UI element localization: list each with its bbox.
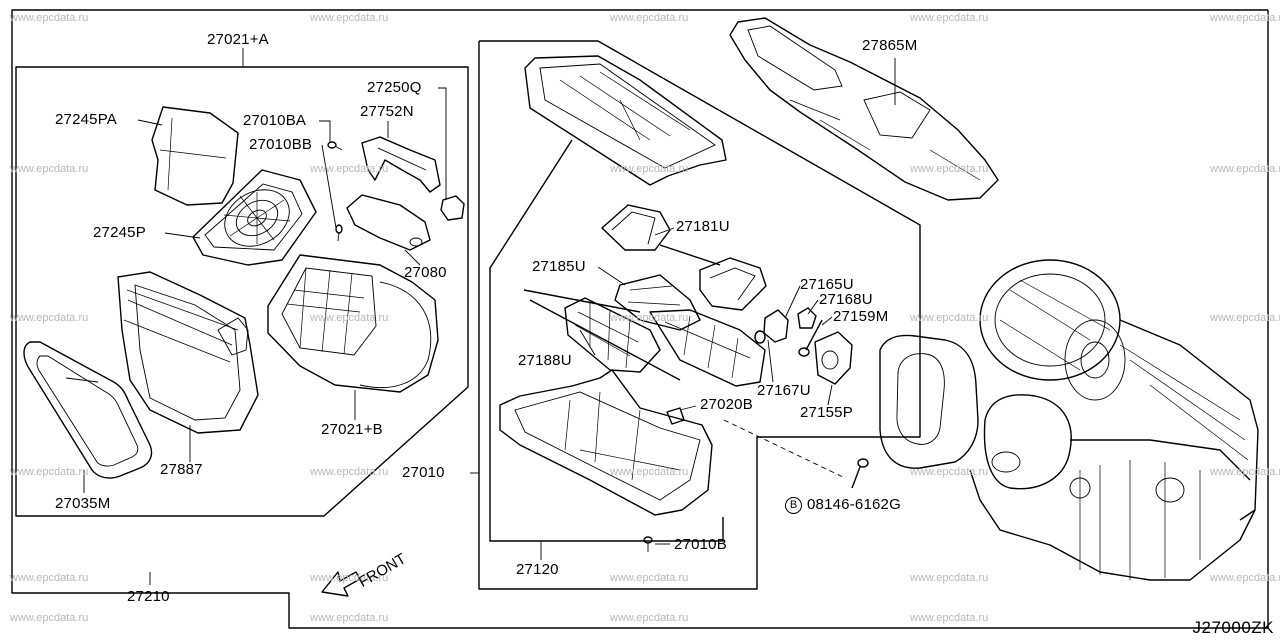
watermark: www.epcdata.ru xyxy=(310,612,389,624)
part-27865M xyxy=(729,17,999,201)
diagram-code: J27000ZK xyxy=(1192,618,1274,637)
box-27010 xyxy=(470,40,921,590)
watermark: www.epcdata.ru xyxy=(610,163,689,175)
part-27887 xyxy=(117,271,259,434)
watermark: www.epcdata.ru xyxy=(10,312,89,324)
label-27210: 27210 xyxy=(127,588,170,605)
watermark: www.epcdata.ru xyxy=(610,312,689,324)
watermark: www.epcdata.ru xyxy=(910,12,989,24)
label-27245PA: 27245PA xyxy=(55,111,118,128)
watermark: www.epcdata.ru xyxy=(910,312,989,324)
label-27155P: 27155P xyxy=(800,404,853,421)
label-27185U: 27185U xyxy=(532,258,586,275)
watermark: www.epcdata.ru xyxy=(910,466,989,478)
label-27010BA: 27010BA xyxy=(243,112,307,129)
watermark: www.epcdata.ru xyxy=(10,163,89,175)
part-27035M xyxy=(23,341,153,479)
label-27020B: 27020B xyxy=(700,396,753,413)
watermark: www.epcdata.ru xyxy=(10,466,89,478)
watermark: www.epcdata.ru xyxy=(310,163,389,175)
label-27887: 27887 xyxy=(160,461,203,478)
label-27865M: 27865M xyxy=(862,37,918,54)
part-27250Q xyxy=(440,195,465,221)
watermark: www.epcdata.ru xyxy=(310,312,389,324)
part-27185U xyxy=(523,274,701,331)
label-27181U: 27181U xyxy=(676,218,730,235)
watermark: www.epcdata.ru xyxy=(910,163,989,175)
watermark: www.epcdata.ru xyxy=(910,572,989,584)
label-27245P: 27245P xyxy=(93,224,146,241)
label-27165U: 27165U xyxy=(800,276,854,293)
part-27752N xyxy=(361,136,441,193)
label-08146-6162G: 08146-6162G xyxy=(807,496,901,513)
part-27188U xyxy=(529,297,766,387)
watermark: www.epcdata.ru xyxy=(310,12,389,24)
part-27080 xyxy=(346,194,431,251)
label-27250Q: 27250Q xyxy=(367,79,422,96)
label-27167U: 27167U xyxy=(757,382,811,399)
part-27210-unit xyxy=(879,259,1259,581)
part-27010-lower xyxy=(499,369,713,516)
watermark: www.epcdata.ru xyxy=(310,572,389,584)
outer-frame xyxy=(11,9,1269,629)
label-27168U: 27168U xyxy=(819,291,873,308)
box-27021A xyxy=(15,66,469,517)
leader-lines xyxy=(83,58,896,585)
label-27159M: 27159M xyxy=(833,308,889,325)
watermark: www.epcdata.ru xyxy=(1210,12,1280,24)
watermark: www.epcdata.ru xyxy=(1210,312,1280,324)
watermark: www.epcdata.ru xyxy=(610,12,689,24)
label-27010BB: 27010BB xyxy=(249,136,313,153)
watermark: www.epcdata.ru xyxy=(1210,466,1280,478)
bolts-center xyxy=(643,419,869,552)
screws-left xyxy=(327,141,343,242)
watermark: www.epcdata.ru xyxy=(610,612,689,624)
bolt-marker-b: B xyxy=(785,497,802,514)
parts-linkage xyxy=(754,307,853,385)
part-27120-upper xyxy=(524,55,727,186)
label-27021B: 27021+B xyxy=(321,421,383,438)
watermark: www.epcdata.ru xyxy=(910,612,989,624)
watermark: www.epcdata.ru xyxy=(610,572,689,584)
part-27181U xyxy=(601,204,767,311)
front-arrow xyxy=(321,571,361,597)
watermark: www.epcdata.ru xyxy=(310,466,389,478)
label-27021A: 27021+A xyxy=(207,31,269,48)
label-27035M: 27035M xyxy=(55,495,111,512)
label-27120: 27120 xyxy=(516,561,559,578)
watermark: www.epcdata.ru xyxy=(10,612,89,624)
part-27245PA xyxy=(151,106,239,206)
watermark: www.epcdata.ru xyxy=(10,572,89,584)
label-27010: 27010 xyxy=(402,464,445,481)
label-27010B: 27010B xyxy=(674,536,727,553)
label-27752N: 27752N xyxy=(360,103,414,120)
watermark: www.epcdata.ru xyxy=(10,12,89,24)
watermark: www.epcdata.ru xyxy=(610,466,689,478)
part-27021B xyxy=(267,254,439,393)
watermark: www.epcdata.ru xyxy=(1210,572,1280,584)
watermark: www.epcdata.ru xyxy=(1210,163,1280,175)
label-27188U: 27188U xyxy=(518,352,572,369)
label-27080: 27080 xyxy=(404,264,447,281)
part-27245P xyxy=(192,169,317,266)
